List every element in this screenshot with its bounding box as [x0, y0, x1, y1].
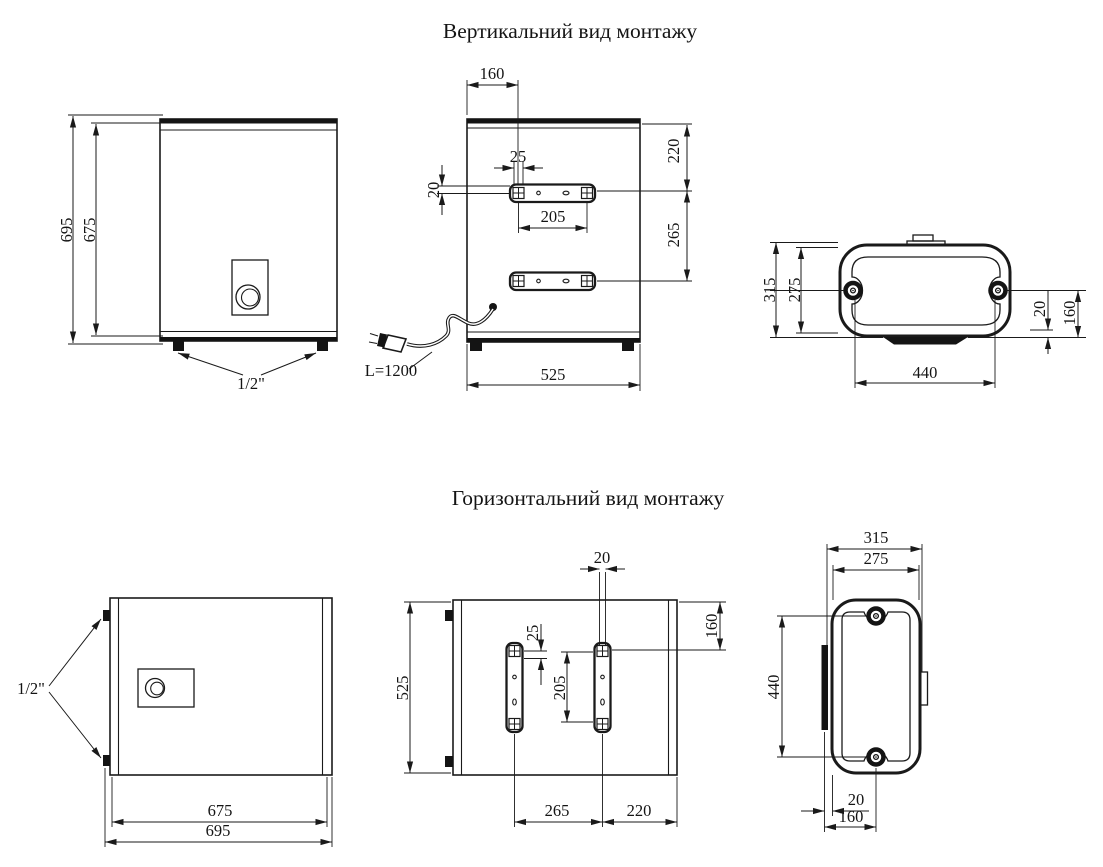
dim-bracket-to-edge-h: 220 — [627, 801, 652, 820]
wall-bracket-profile-h — [821, 645, 828, 730]
dim-body-depth: 275 — [785, 278, 804, 303]
tank-top-outline — [838, 243, 1012, 338]
screw-left — [846, 283, 861, 298]
side-tab — [919, 671, 929, 706]
dim-hole-to-back: 160 — [1060, 301, 1079, 326]
mounting-bracket-right-h — [593, 641, 612, 734]
mounting-bracket-upper — [508, 183, 597, 204]
section-title-vertical: Вертикальний вид монтажу — [443, 19, 697, 43]
dim-overall-depth-h: 315 — [864, 528, 889, 547]
dim-overall-height: 695 — [57, 218, 76, 243]
section-title-horizontal: Горизонтальний вид монтажу — [452, 486, 725, 510]
dim-edge-to-hole-side: 160 — [839, 807, 864, 826]
heater-body-front — [159, 118, 338, 342]
dim-slot-width: 25 — [510, 147, 527, 166]
control-panel — [231, 259, 269, 316]
dim-hole-spacing-h: 205 — [550, 676, 569, 701]
dim-hole-spacing: 205 — [541, 207, 566, 226]
dim-bracket-gap-h: 265 — [545, 801, 570, 820]
dim-overall-depth: 315 — [760, 278, 779, 303]
side-view-horizontal: 315 275 440 20 160 — [764, 528, 929, 832]
dim-top-to-bracket: 220 — [664, 139, 683, 164]
tank-inner-outline — [851, 256, 1001, 326]
wall-bracket-profile — [883, 337, 968, 345]
plug — [381, 334, 408, 353]
vertical-mount-section: Вертикальний вид монтажу 695 675 1/2" — [57, 19, 1086, 393]
dim-screw-spacing: 440 — [913, 363, 938, 382]
tank-side-inner-outline — [841, 611, 911, 762]
thermostat-knob — [235, 284, 261, 310]
front-view-vertical: 695 675 1/2" — [57, 114, 338, 393]
dim-wall-gap-h: 20 — [848, 790, 865, 809]
dim-pipe-thread: 1/2" — [237, 374, 265, 393]
screw-right — [991, 283, 1006, 298]
dim-bracket-from-left: 160 — [480, 64, 505, 83]
front-view-horizontal: 1/2" 675 695 — [17, 597, 333, 847]
foot-right — [622, 342, 634, 351]
top-view-vertical: 315 275 20 160 440 — [760, 234, 1086, 388]
back-view-vertical: 160 25 20 205 220 265 525 — [365, 64, 692, 391]
dim-slot-width-h: 25 — [523, 625, 542, 642]
tank-side-outline — [830, 598, 922, 775]
control-panel-h — [137, 668, 195, 708]
dim-edge-to-hole-h: 160 — [702, 614, 721, 639]
mounting-bracket-left-h — [505, 641, 524, 734]
dim-overall-width: 525 — [541, 365, 566, 384]
pipe-connection-left — [173, 341, 184, 351]
pipe-connection-bottom — [103, 755, 110, 766]
foot-bottom-h — [445, 756, 453, 767]
heater-body-front-h — [109, 597, 333, 776]
top-cap-edge — [160, 119, 337, 124]
dim-hole-offset: 20 — [424, 182, 443, 199]
dim-wall-gap: 20 — [1030, 301, 1049, 318]
foot-left — [470, 342, 482, 351]
thermostat-knob-h — [144, 677, 166, 699]
foot-top-h — [445, 610, 453, 621]
dim-hole-offset-h: 20 — [594, 548, 611, 567]
dim-overall-length: 695 — [206, 821, 231, 840]
dim-pipe-thread-h: 1/2" — [17, 679, 45, 698]
power-cord — [368, 303, 497, 353]
dim-bracket-gap: 265 — [664, 223, 683, 248]
dim-body-height: 675 — [80, 218, 99, 243]
top-tab-small — [912, 234, 934, 242]
screw-bottom — [869, 750, 884, 765]
pipe-connection-right — [317, 341, 328, 351]
mounting-bracket-lower — [508, 271, 597, 292]
dim-screw-spacing-h: 440 — [764, 675, 783, 700]
dim-cable-length: L=1200 — [365, 361, 417, 380]
dim-body-length: 675 — [208, 801, 233, 820]
dim-body-depth-h: 275 — [864, 549, 889, 568]
screw-top — [869, 609, 884, 624]
horizontal-mount-section: Горизонтальний вид монтажу 1/2" 675 695 — [17, 486, 929, 847]
back-view-horizontal: 20 25 205 160 525 265 220 — [393, 548, 726, 827]
pipe-connection-top — [103, 610, 110, 621]
dim-overall-height-h: 525 — [393, 676, 412, 701]
